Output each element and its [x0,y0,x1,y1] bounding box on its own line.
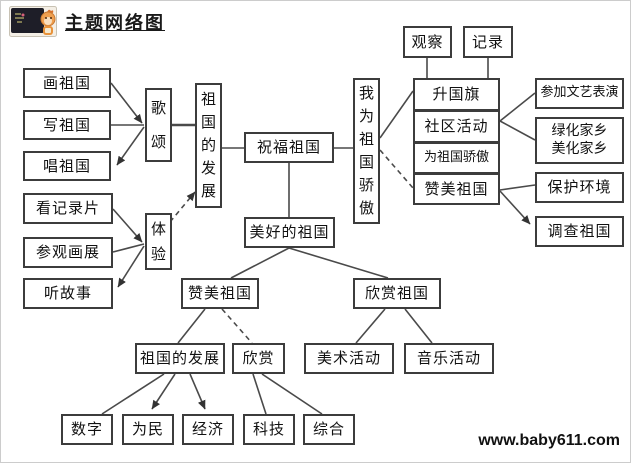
node-zuguo-fazhan-sub: 祖国的发展 [135,343,225,374]
edge-xinshang-zonghe [261,373,323,415]
node-sheng-guoqi: 升国旗 [413,78,500,111]
node-kan-jilupian: 看记录片 [23,193,113,224]
edge-meihao-zanmei [230,247,290,279]
node-xinshang: 欣赏 [232,343,285,374]
node-chang-zuguo: 唱祖国 [23,151,111,181]
edge-kan-tiyan [112,208,143,243]
node-shequ-huodong: 社区活动 [413,110,500,143]
node-jilu: 记录 [463,26,513,58]
edge-tiyan-fazhan [169,191,196,223]
node-zhufu-zuguo: 祝福祖国 [244,132,334,163]
node-ting-gushi: 听故事 [23,278,113,309]
edge-zanmeistack-diaocha [499,190,531,225]
page-title: 主题网络图 [65,12,165,34]
node-lvhua-meihua: 绿化家乡 美化家乡 [535,117,624,164]
edge-xinshangzg-yinyue [404,308,433,344]
node-ge-song: 歌颂 [145,88,172,162]
node-wowei-zuguo-jiaoao: 我为祖国骄傲 [353,78,380,224]
edge-fazhansub-jingji [189,373,206,410]
watermark: www.baby611.com [478,432,620,449]
edge-canguan-tiyan [112,243,145,253]
node-xinshang-zuguo: 欣赏祖国 [353,278,441,309]
node-meishu-huodong: 美术活动 [304,343,394,374]
edge-fazhansub-weimin [151,373,176,410]
node-ti-yan: 体验 [145,213,172,270]
edge-gesong-chang [116,126,145,166]
node-zanmei-zuguo: 赞美祖国 [181,278,259,309]
edge-zanmeistack-baohu [499,184,536,191]
edge-zanmei-fazhansub [177,308,206,344]
node-wei-zuguo-jiaoao: 为祖国骄傲 [413,142,500,174]
node-weimin: 为民 [122,414,174,445]
node-diaocha-zuguo: 调查祖国 [535,216,624,247]
edge-xinshangzg-meishu [355,308,386,344]
mascot-blackboard-icon [9,6,57,37]
edge-zanmei-xinshang [221,308,253,344]
edge-wowei-zanmeistack [379,149,414,189]
edge-meihao-xinshangzg [288,247,389,279]
node-jingji: 经济 [182,414,234,445]
node-hua-zuguo: 画祖国 [23,68,111,98]
node-keji: 科技 [243,414,295,445]
edge-wowei-shengguoqi [379,90,414,139]
node-meihao-zuguo: 美好的祖国 [244,217,335,248]
edge-shequ-canjia [499,92,536,122]
node-canguan-huazhan: 参观画展 [23,237,113,268]
node-zonghe: 综合 [303,414,355,445]
header: 主题网络图 [9,6,165,37]
edge-hua-gesong [110,82,143,124]
node-shuzi: 数字 [61,414,113,445]
edge-shequ-lvhua [499,120,536,141]
node-baohu-huanjing: 保护环境 [535,172,624,203]
edge-tiyan-tinggushi [117,245,145,288]
node-zanmei-zuguo-stack: 赞美祖国 [413,173,500,205]
node-xie-zuguo: 写祖国 [23,110,111,140]
node-canjia-wenyi-biaoyan: 参加文艺表演 [535,78,624,109]
edge-fazhansub-shuzi [101,373,165,415]
edge-xinshang-keji [252,373,267,415]
node-yinyue-huodong: 音乐活动 [404,343,494,374]
node-guancha: 观察 [403,26,452,58]
node-zuguo-fazhan-main: 祖国的发展 [195,83,222,208]
